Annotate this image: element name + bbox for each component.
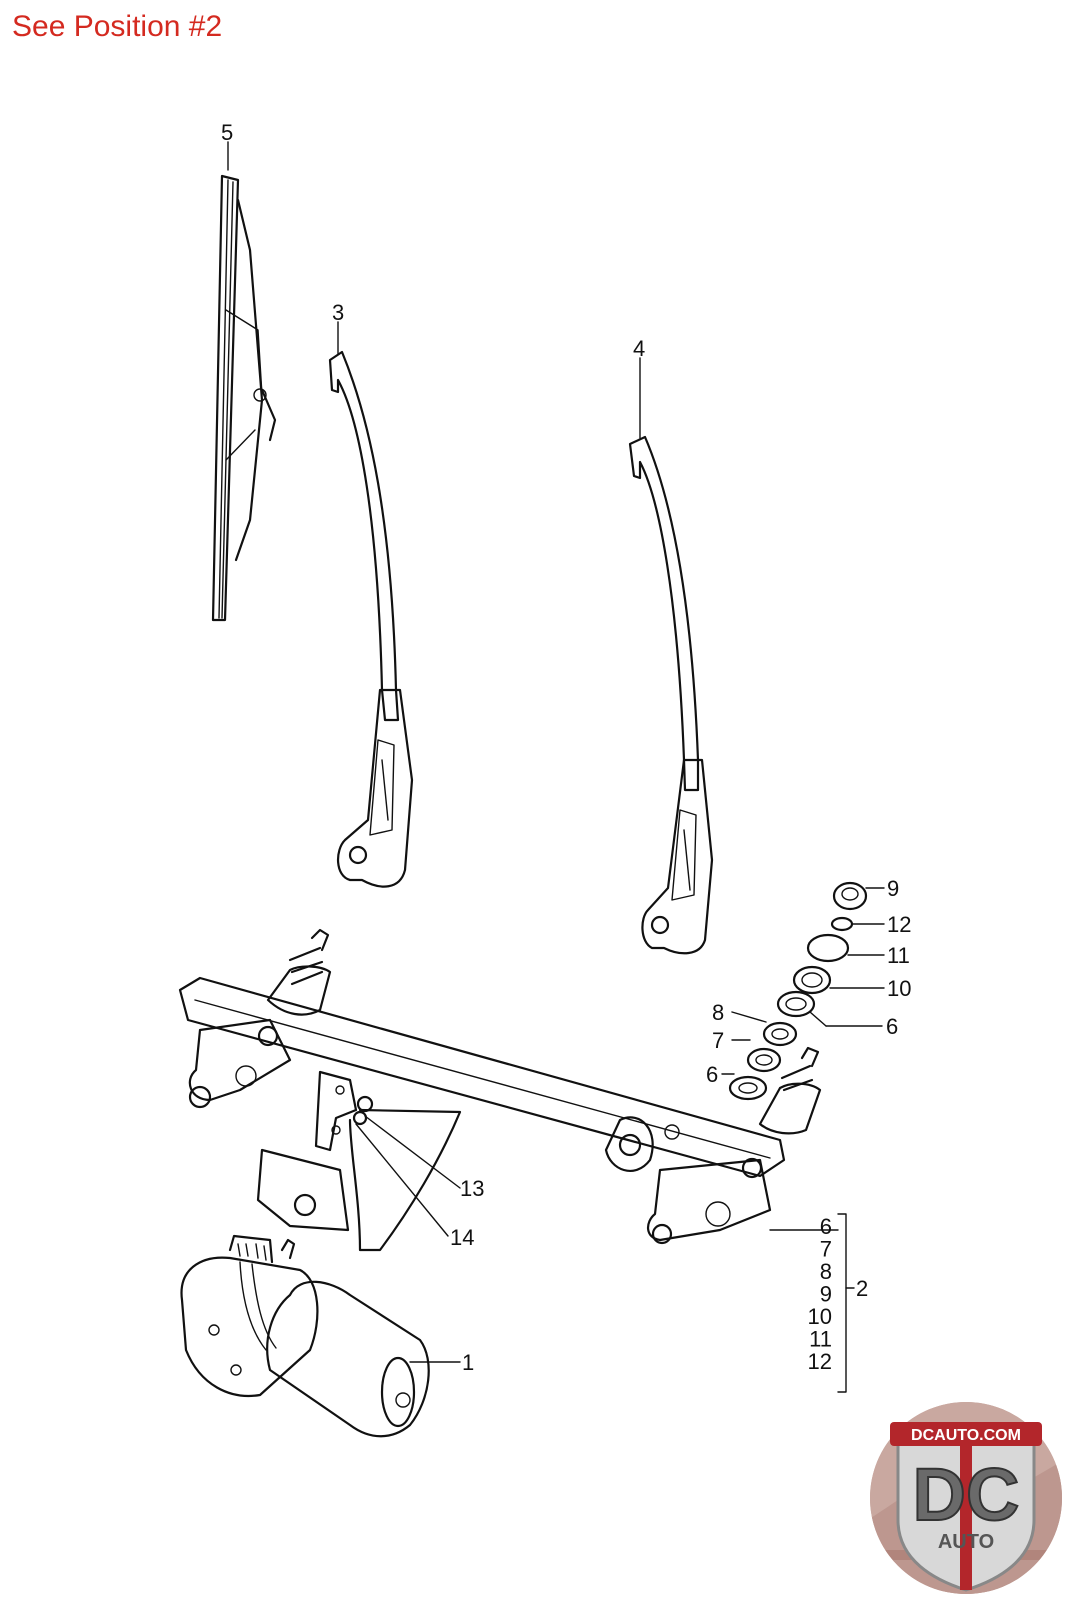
wiper-motor [180,1234,430,1438]
wiper-arm-left [328,350,414,888]
callout-13: 13 [460,1176,484,1201]
bracket-list-item: 11 [809,1327,832,1352]
spindle-right [705,1046,822,1227]
logo-sub-text: AUTO [938,1531,994,1553]
bracket-list-item: 8 [820,1259,832,1284]
bracket-list-item: 12 [808,1349,832,1374]
callout-9: 9 [887,876,899,901]
callout-14: 14 [450,1225,474,1250]
bracket-list-item: 9 [820,1282,832,1307]
wiper-blade [211,174,277,622]
leader-lines [227,141,885,1393]
callout-numbers: 5 3 4 9 12 11 10 6 8 7 6 13 14 1 2 [221,120,911,1375]
wiper-linkage-frame [178,976,786,1252]
dcauto-logo: DCAUTO.COM DC AUTO [870,1402,1062,1594]
callout-10: 10 [887,976,911,1001]
callout-1: 1 [462,1350,474,1375]
callout-12: 12 [887,912,911,937]
logo-big-text: DC [913,1453,1020,1536]
callout-6-right: 6 [886,1014,898,1039]
callout-2: 2 [856,1276,868,1301]
spindle-hardware [728,881,868,1101]
callout-6-left: 6 [706,1062,718,1087]
callout-5: 5 [221,120,233,145]
wiper-arm-right [628,435,714,955]
callout-11: 11 [887,943,910,968]
bracket-list-item: 10 [808,1304,832,1329]
logo-top-text: DCAUTO.COM [911,1427,1021,1444]
bracket-list-item: 6 [820,1214,832,1239]
callout-3: 3 [332,300,344,325]
callout-7: 7 [712,1028,724,1053]
callout-4: 4 [633,336,645,361]
spindle-left [235,928,332,1087]
callout-8: 8 [712,1000,724,1025]
bracket-list-item: 7 [820,1237,832,1262]
header-note: See Position #2 [12,10,223,43]
